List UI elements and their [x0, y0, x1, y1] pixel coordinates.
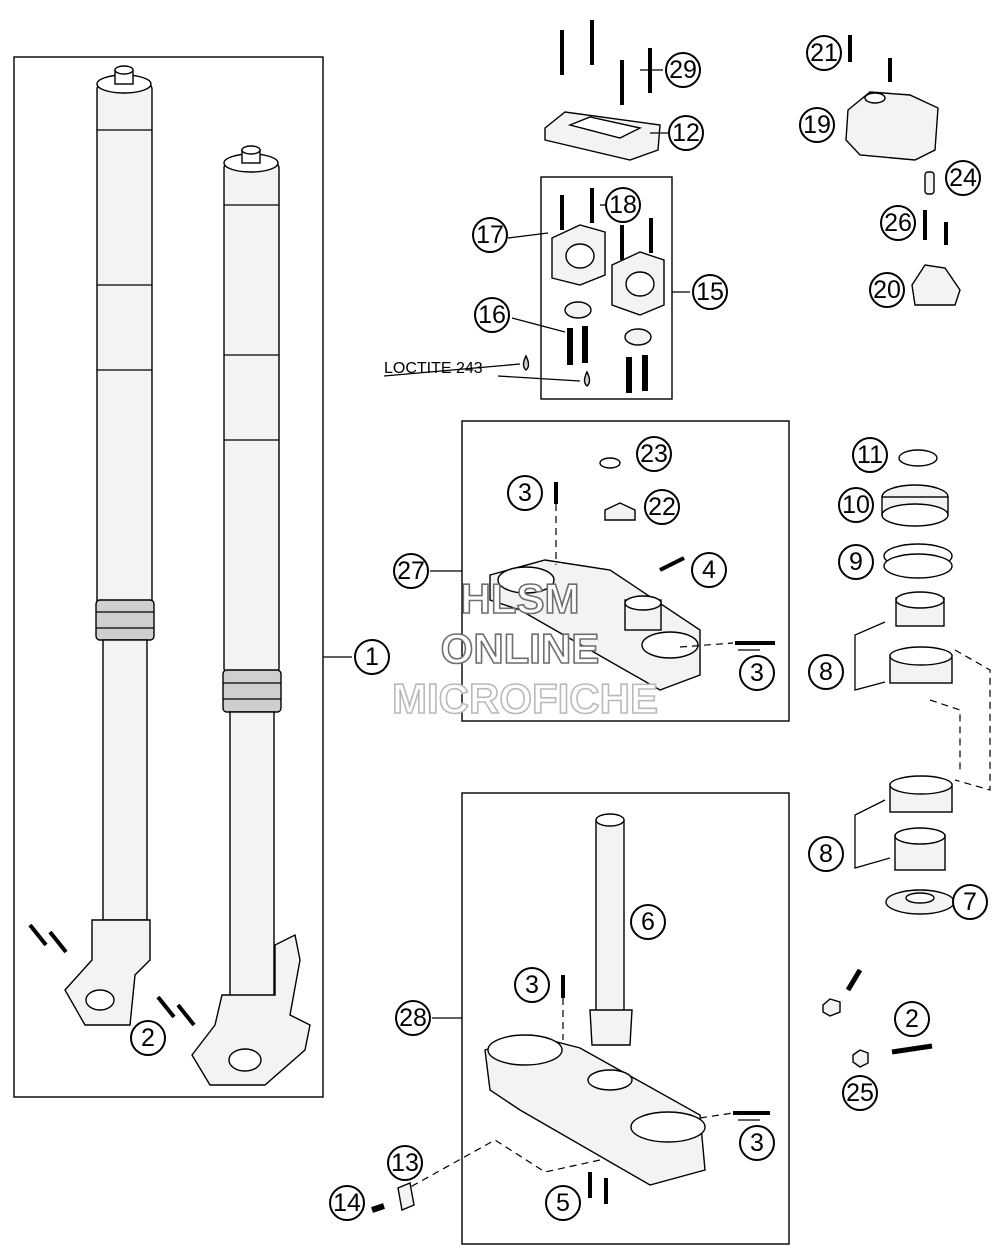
loctite-drops	[383, 354, 591, 387]
callout-label: 3	[750, 1129, 764, 1157]
callout-label: 16	[478, 301, 506, 329]
callout-label: 12	[672, 119, 700, 147]
handlebar-plate	[544, 111, 661, 161]
callout-9: 9	[838, 544, 874, 580]
callout-label: 22	[648, 493, 676, 521]
callout-label: 4	[702, 556, 716, 584]
lower-right-hardware	[822, 968, 933, 1068]
callout-label: 26	[884, 209, 912, 237]
callout-24: 24	[945, 160, 981, 196]
callout-label: 24	[949, 164, 977, 192]
callout-label: 6	[641, 908, 655, 936]
upper-clamp-bolts	[554, 482, 775, 648]
plate-bolts	[560, 20, 652, 105]
clamp-bolts	[560, 188, 653, 393]
right-fork-leg	[191, 145, 311, 1086]
callout-3: 3	[739, 1125, 775, 1161]
handlebar-mount-top	[845, 35, 939, 161]
callout-3: 3	[739, 655, 775, 691]
lower-clamp-bolts	[371, 975, 770, 1213]
callout-17: 17	[472, 217, 508, 253]
callout-28: 28	[395, 1000, 431, 1036]
callout-label: 13	[391, 1149, 419, 1177]
handlebar-clamps	[551, 224, 665, 346]
callout-6: 6	[630, 904, 666, 940]
callout-11: 11	[852, 437, 888, 473]
callout-label: 2	[905, 1005, 919, 1033]
handlebar-clamp-frame	[540, 176, 673, 400]
callout-4: 4	[691, 552, 727, 588]
callout-22: 22	[644, 489, 680, 525]
watermark-line-3: MICROFICHE	[392, 675, 658, 722]
callout-15: 15	[692, 274, 728, 310]
callout-1: 1	[354, 639, 390, 675]
watermark-line-1: HLSM	[461, 575, 580, 622]
upper-triple-clamp	[489, 457, 701, 691]
callout-label: 23	[640, 440, 668, 468]
left-fork-leg	[64, 65, 155, 1026]
callout-3: 3	[514, 967, 550, 1003]
callout-label: 7	[963, 888, 977, 916]
callout-label: 3	[750, 659, 764, 687]
callout-12: 12	[668, 115, 704, 151]
callout-label: 28	[399, 1004, 427, 1032]
callout-label: 11	[857, 441, 883, 469]
pin-and-base	[911, 171, 961, 306]
callout-26: 26	[880, 205, 916, 241]
callout-8: 8	[808, 836, 844, 872]
callout-7: 7	[952, 884, 988, 920]
callout-8: 8	[808, 654, 844, 690]
callout-label: 18	[609, 191, 637, 219]
callout-label: 5	[556, 1189, 570, 1217]
callout-label: 25	[846, 1079, 874, 1107]
callout-10: 10	[838, 487, 874, 523]
callout-label: 10	[842, 491, 870, 519]
callout-3: 3	[507, 475, 543, 511]
fork-legs-frame	[13, 56, 324, 1098]
loctite-label: LOCTITE 243	[384, 360, 483, 377]
callout-label: 15	[696, 278, 724, 306]
callout-5: 5	[545, 1185, 581, 1221]
callout-19: 19	[799, 107, 835, 143]
right-leg-bolts	[156, 995, 196, 1027]
callout-label: 1	[365, 643, 379, 671]
callout-label: 27	[397, 557, 425, 585]
callout-23: 23	[636, 436, 672, 472]
lower-triple-clamp	[484, 1034, 706, 1186]
callout-13: 13	[387, 1145, 423, 1181]
callout-label: 2	[141, 1024, 155, 1052]
callout-label: 3	[525, 971, 539, 999]
callout-label: 8	[819, 658, 833, 686]
callout-18: 18	[605, 187, 641, 223]
callout-label: 9	[849, 548, 863, 576]
callout-label: 14	[333, 1189, 361, 1217]
watermark: HLSM ONLINE MICROFICHE	[391, 574, 659, 723]
callout-label: 29	[669, 56, 697, 84]
callout-label: 3	[518, 479, 532, 507]
callout-leaders	[323, 69, 891, 1121]
callout-2: 2	[894, 1001, 930, 1037]
left-leg-bolts	[28, 923, 68, 954]
callout-label: 21	[810, 39, 838, 67]
steering-stem	[589, 813, 633, 1046]
callout-label: 20	[873, 276, 901, 304]
callout-27: 27	[393, 553, 429, 589]
callout-21: 21	[806, 35, 842, 71]
callout-2: 2	[130, 1020, 166, 1056]
callout-label: 17	[476, 221, 504, 249]
callout-label: 19	[803, 111, 831, 139]
callout-16: 16	[474, 297, 510, 333]
callout-14: 14	[329, 1185, 365, 1221]
callout-25: 25	[842, 1075, 878, 1111]
watermark-line-2: ONLINE	[441, 625, 600, 672]
callout-20: 20	[869, 272, 905, 308]
callout-29: 29	[665, 52, 701, 88]
callout-label: 8	[819, 840, 833, 868]
bearing-stack	[881, 449, 991, 915]
